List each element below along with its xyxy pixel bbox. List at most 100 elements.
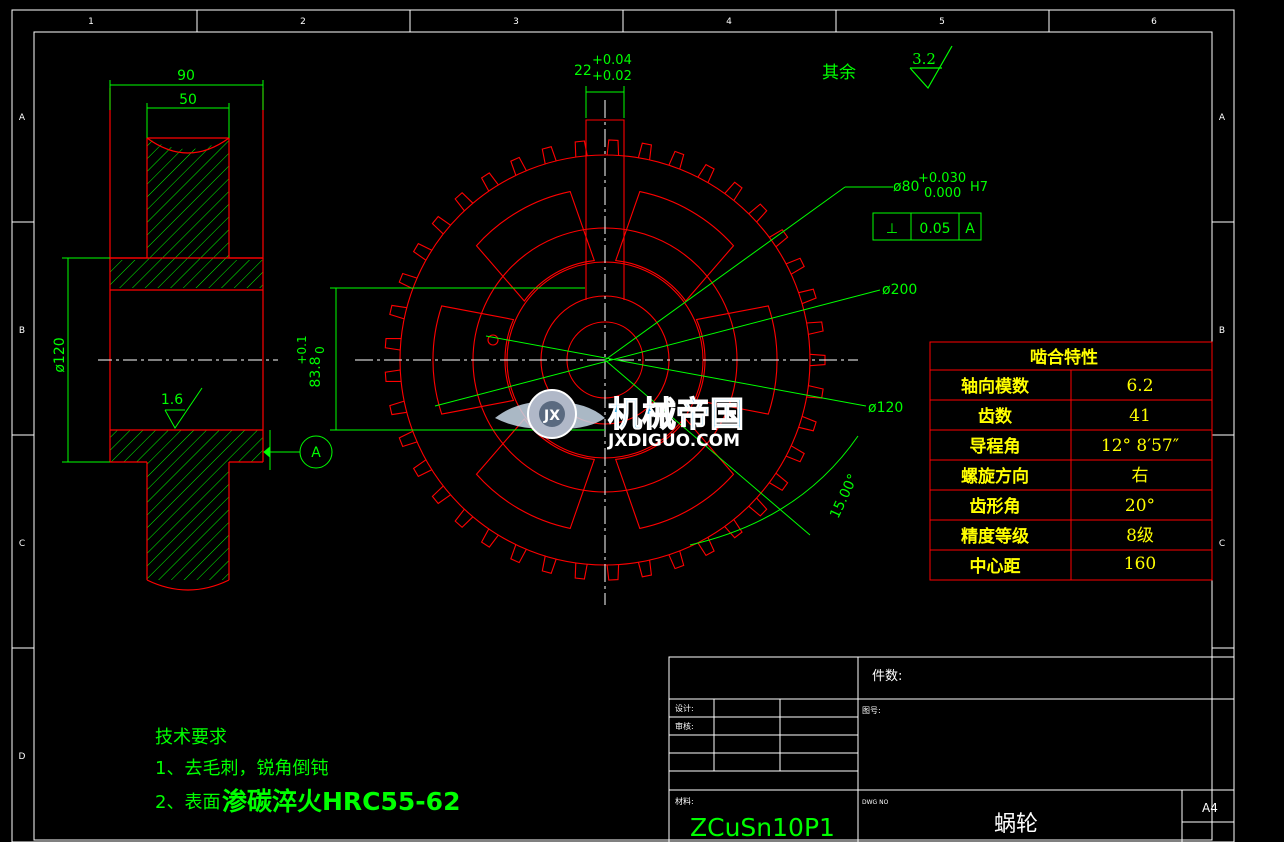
gear-tooth: [668, 550, 685, 570]
gear-tooth: [806, 321, 824, 335]
web-opening: [475, 418, 596, 530]
diameter-200-dimension: ø200: [882, 282, 917, 298]
mesh-row-key: 螺旋方向: [961, 466, 1029, 487]
gear-tooth: [454, 508, 474, 529]
gear-tooth: [785, 445, 805, 463]
watermark-title: 机械帝国: [608, 395, 744, 435]
material-value: ZCuSn10P1: [690, 813, 835, 842]
mesh-row-value: 20°: [1125, 496, 1155, 516]
gear-tooth: [510, 544, 527, 564]
gear-tooth: [431, 215, 451, 235]
mesh-row-value: 6.2: [1126, 376, 1153, 396]
gear-tooth: [389, 400, 407, 416]
perpendicularity-datum: A: [965, 221, 975, 237]
key-width-tol-upper: +0.04: [592, 53, 632, 68]
section-view: 90 50 ø120 1.6 A: [52, 68, 333, 591]
row-label: A: [1219, 113, 1226, 123]
gear-tooth: [798, 288, 817, 305]
gear-tooth: [541, 146, 557, 165]
gear-tooth: [785, 257, 805, 275]
mesh-row-value: 160: [1124, 554, 1156, 574]
web-opening: [614, 418, 735, 530]
material-label: 材料:: [675, 796, 694, 806]
gear-tooth: [806, 385, 824, 399]
section-dimension-text: 90 50 ø120 1.6 A: [52, 68, 321, 461]
front-dimensions: [330, 86, 982, 546]
perpendicularity-value: 0.05: [919, 221, 950, 237]
bore-tol-upper: +0.030: [918, 171, 966, 186]
mesh-row-key: 导程角: [970, 436, 1021, 457]
roughness-value: 3.2: [912, 50, 936, 68]
mesh-row-value: 8级: [1126, 526, 1154, 546]
gear-tooth: [748, 203, 768, 223]
mesh-table: 啮合特性 轴向模数 齿数 导程角 螺旋方向 齿形角 精度等级 中心距 6.2 4…: [929, 341, 1213, 581]
sheet-size: A4: [1202, 801, 1218, 815]
col-label: 4: [726, 17, 732, 27]
mesh-table-title: 啮合特性: [1030, 347, 1098, 368]
gear-tooth: [697, 163, 715, 183]
gear-centerlines: [355, 100, 858, 605]
frame-row-labels: A B C D A B C: [19, 113, 1226, 762]
gear-web-openings: [432, 190, 778, 530]
gear-tooth: [769, 472, 789, 492]
col-label: 5: [939, 17, 945, 27]
title-block: 件数: 设计: 审核: 图号: 材料: DWG NO 蜗轮 A4 ZCuSn10…: [668, 656, 1235, 842]
gear-tooth: [697, 537, 715, 557]
front-view: 22 +0.04 +0.02 ø80 +0.030 0.000 H7 ⊥ 0.0…: [295, 53, 988, 605]
gear-tooth: [454, 191, 474, 212]
col-label: 3: [513, 17, 519, 27]
gear-tooth: [398, 272, 418, 290]
bore-fit: H7: [970, 180, 988, 195]
roughness-note: 其余 3.2: [822, 45, 953, 90]
mesh-row-value: 右: [1132, 466, 1149, 486]
roughness-symbol: [909, 45, 953, 90]
section-outline: [109, 88, 264, 591]
gear-tooth: [724, 181, 743, 201]
part-name: 蜗轮: [994, 812, 1038, 837]
gear-tooth: [606, 139, 620, 156]
gear-tooth: [724, 519, 743, 539]
gear-tooth: [574, 562, 588, 580]
row-label: B: [19, 326, 25, 336]
gear-tooth: [748, 497, 768, 517]
col-label: 2: [300, 17, 306, 27]
gear-tooth: [769, 228, 789, 248]
row-label: A: [19, 113, 26, 123]
title-block-grid: [668, 656, 1235, 842]
section-hatching: [110, 138, 263, 580]
gear-tooth: [412, 242, 433, 261]
bore-diameter-dimension: ø80: [893, 179, 919, 195]
mesh-row-key: 精度等级: [961, 526, 1029, 547]
mesh-row-key: 齿形角: [970, 496, 1021, 517]
datum-label: A: [311, 445, 321, 461]
tech-title: 技术要求: [155, 727, 227, 748]
gear-tooth: [384, 369, 402, 382]
design-label: 设计:: [675, 703, 694, 713]
technical-requirements: 技术要求 1、去毛刺，锐角倒钝 2、表面 渗碳淬火HRC55-62: [155, 727, 460, 816]
keyway-tol-upper: +0.1: [295, 335, 309, 364]
keyway-depth-dimension: 83.8: [308, 356, 324, 387]
outer-width-dimension: 90: [177, 68, 195, 84]
inner-width-dimension: 50: [179, 92, 197, 108]
watermark: JX 机械帝国 JXDIGUO.COM: [495, 389, 745, 451]
gear-tooth: [541, 555, 557, 574]
gear-tooth: [606, 564, 620, 581]
col-label: 6: [1151, 17, 1157, 27]
keyway: [585, 119, 625, 300]
dwg-no-label: DWG NO: [862, 799, 889, 806]
web-opening: [475, 190, 596, 302]
drawing-frame: [11, 9, 1235, 842]
gear-tooth: [431, 485, 451, 505]
row-label: B: [1219, 326, 1225, 336]
drawing-no-label: 图号:: [862, 706, 881, 715]
roughness-label: 其余: [822, 63, 856, 83]
section-dimensions: [62, 80, 333, 470]
diameter-120-dimension: ø120: [868, 400, 903, 416]
watermark-badge: JX: [543, 408, 560, 424]
gear-tooth: [412, 459, 433, 478]
keyway-tol-lower: 0: [313, 346, 327, 354]
web-opening: [695, 305, 778, 415]
gear-tooth: [480, 528, 499, 548]
tech-line-2-bold: 渗碳淬火HRC55-62: [222, 787, 460, 816]
roughness-local: 1.6: [161, 392, 183, 408]
